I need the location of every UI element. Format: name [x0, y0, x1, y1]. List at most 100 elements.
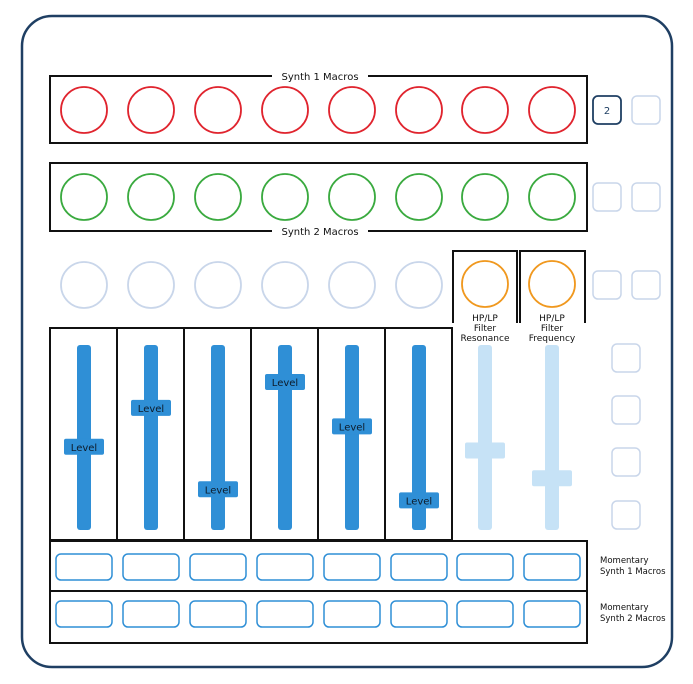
momentary-synth2-pad-5[interactable]: [323, 600, 381, 628]
fader-handle-label-1: Level: [71, 443, 97, 454]
fader-handle-label-4: Level: [272, 378, 298, 389]
momentary-synth2-pad-6[interactable]: [390, 600, 448, 628]
synth2-macro-knob-6[interactable]: [395, 173, 443, 221]
side-pad-2[interactable]: [592, 182, 622, 212]
unassigned-knob-6[interactable]: [395, 261, 443, 309]
momentary-synth1-group: Momentary Synth 1 Macros: [49, 540, 666, 592]
momentary-synth1-pad-1[interactable]: [55, 553, 113, 581]
fader-track-1: [77, 345, 91, 530]
side-pad-3[interactable]: [631, 182, 661, 212]
synth1-macro-knob-2[interactable]: [127, 86, 175, 134]
fader-handle-7[interactable]: [465, 442, 505, 459]
unassigned-knob-4[interactable]: [261, 261, 309, 309]
fader-handle-1[interactable]: [64, 438, 104, 455]
momentary-synth1-label-1: Momentary: [600, 556, 649, 566]
momentary-synth2-pad-3[interactable]: [189, 600, 247, 628]
filter-resonance-group: HP/LP Filter Resonance: [452, 250, 518, 344]
filter-frequency-group: HP/LP Filter Frequency: [519, 250, 586, 344]
synth1-macro-knob-3[interactable]: [194, 86, 242, 134]
filter-resonance-label-1: HP/LP: [472, 314, 498, 324]
page-button-label: 2: [604, 106, 610, 117]
fader-handle-2[interactable]: [131, 399, 171, 416]
fader-track-8: [545, 345, 559, 530]
fader-handle-6[interactable]: [399, 492, 439, 509]
synth1-macros-group: Synth 1 Macros: [49, 72, 588, 144]
fader-handle-5[interactable]: [332, 418, 372, 435]
synth1-macro-knob-8[interactable]: [528, 86, 576, 134]
synth1-macro-knob-1[interactable]: [60, 86, 108, 134]
fader-track-2: [144, 345, 158, 530]
filter-resonance-frame: [452, 250, 518, 323]
synth1-macro-knob-4[interactable]: [261, 86, 309, 134]
synth2-macro-knob-5[interactable]: [328, 173, 376, 221]
fader-track-7: [478, 345, 492, 530]
momentary-synth1-pad-6[interactable]: [390, 553, 448, 581]
synth2-macro-knob-3[interactable]: [194, 173, 242, 221]
page-button[interactable]: [592, 95, 622, 125]
momentary-synth1-pad-3[interactable]: [189, 553, 247, 581]
synth2-macros-label: Synth 2 Macros: [281, 227, 358, 238]
unassigned-knob-5[interactable]: [328, 261, 376, 309]
synth1-macros-label: Synth 1 Macros: [281, 72, 358, 83]
synth2-macro-knob-4[interactable]: [261, 173, 309, 221]
filter-frequency-knob[interactable]: [528, 260, 576, 308]
synth2-macro-knob-1[interactable]: [60, 173, 108, 221]
synth2-macro-knob-7[interactable]: [461, 173, 509, 221]
momentary-synth2-pad-7[interactable]: [456, 600, 514, 628]
synth1-macro-knob-6[interactable]: [395, 86, 443, 134]
device-outline: [20, 14, 674, 669]
side-pad-6[interactable]: [611, 343, 641, 373]
filter-frequency-label-1: HP/LP: [539, 314, 565, 324]
fader-handle-4[interactable]: [265, 374, 305, 390]
unassigned-knob-1[interactable]: [60, 261, 108, 309]
fader-track-4: [278, 345, 292, 530]
momentary-synth1-frame: [49, 540, 588, 592]
momentary-synth2-pad-2[interactable]: [122, 600, 180, 628]
filter-frequency-label-2: Filter: [541, 324, 564, 334]
side-pad-7[interactable]: [611, 395, 641, 425]
filter-resonance-label-3: Resonance: [461, 334, 510, 344]
side-pad-4[interactable]: [592, 270, 622, 300]
synth1-macros-frame: [49, 75, 588, 144]
filter-resonance-label-2: Filter: [474, 324, 497, 334]
momentary-synth2-frame: [49, 590, 588, 644]
fader-handle-label-6: Level: [406, 496, 432, 507]
side-pad-5[interactable]: [631, 270, 661, 300]
momentary-synth2-pad-4[interactable]: [256, 600, 314, 628]
fader-track-6: [412, 345, 426, 530]
momentary-synth2-label-2: Synth 2 Macros: [600, 614, 666, 624]
side-pad-1[interactable]: [631, 95, 661, 125]
fader-track-3: [211, 345, 225, 530]
momentary-synth2-group: Momentary Synth 2 Macros: [49, 590, 666, 644]
synth2-macros-frame: [49, 162, 588, 232]
momentary-synth1-pad-8[interactable]: [523, 553, 581, 581]
fader-track-5: [345, 345, 359, 530]
momentary-synth2-pad-8[interactable]: [523, 600, 581, 628]
side-pad-8[interactable]: [611, 447, 641, 477]
side-pad-9[interactable]: [611, 500, 641, 530]
filter-frequency-label-3: Frequency: [529, 334, 576, 344]
momentary-synth1-pad-5[interactable]: [323, 553, 381, 581]
filter-frequency-frame: [519, 250, 586, 323]
synth1-macro-knob-7[interactable]: [461, 86, 509, 134]
unassigned-knob-3[interactable]: [194, 261, 242, 309]
momentary-synth1-pad-2[interactable]: [122, 553, 180, 581]
synth1-macro-knob-5[interactable]: [328, 86, 376, 134]
fader-handle-label-2: Level: [138, 404, 164, 415]
fader-handle-label-3: Level: [205, 485, 231, 496]
synth2-macro-knob-2[interactable]: [127, 173, 175, 221]
fader-handle-label-5: Level: [339, 422, 365, 433]
momentary-synth1-label-2: Synth 1 Macros: [600, 567, 666, 577]
filter-resonance-knob[interactable]: [461, 260, 509, 308]
unassigned-knob-2[interactable]: [127, 261, 175, 309]
momentary-synth1-pad-4[interactable]: [256, 553, 314, 581]
synth2-macro-knob-8[interactable]: [528, 173, 576, 221]
momentary-synth1-pad-7[interactable]: [456, 553, 514, 581]
side-pads: 2: [592, 95, 661, 530]
momentary-synth2-label-1: Momentary: [600, 603, 649, 613]
momentary-synth2-pad-1[interactable]: [55, 600, 113, 628]
synth2-macros-group: Synth 2 Macros: [49, 162, 588, 238]
fader-handle-3[interactable]: [198, 481, 238, 498]
fader-handle-8[interactable]: [532, 470, 572, 487]
